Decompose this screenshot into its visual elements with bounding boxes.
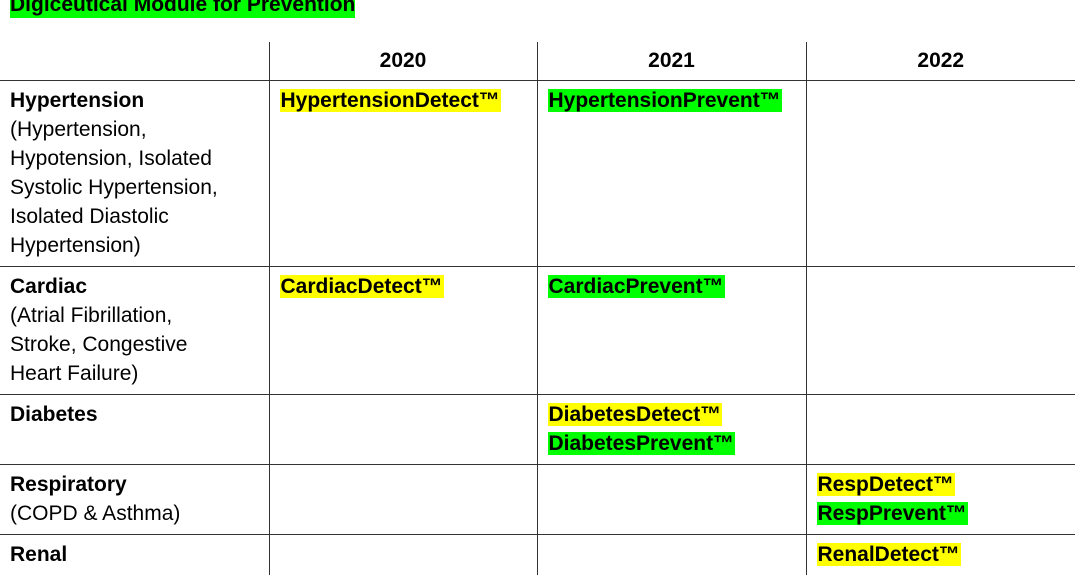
category-cell: Respiratory(COPD & Asthma) [0, 465, 269, 535]
category-cell: Hypertension(Hypertension,Hypotension, I… [0, 81, 269, 267]
year-cell-2022 [806, 395, 1075, 465]
module-item: RespPrevent™ [817, 499, 1075, 528]
year-header-2022: 2022 [806, 42, 1075, 81]
module-item: CardiacPrevent™ [548, 272, 806, 301]
category-header-cell [0, 42, 269, 81]
year-cell-2022: RespDetect™ RespPrevent™ [806, 465, 1075, 535]
category-name: Renal [10, 540, 269, 569]
module-item: HypertensionPrevent™ [548, 86, 806, 115]
category-detail-line: Hypertension) [10, 231, 269, 260]
prevent-module-label: DiabetesPrevent™ [548, 432, 736, 455]
year-cell-2021: CardiacPrevent™ [537, 267, 806, 395]
prevent-module-label: RespPrevent™ [817, 502, 968, 525]
category-detail-line: Stroke, Congestive [10, 330, 269, 359]
year-cell-2021: HypertensionPrevent™ [537, 81, 806, 267]
module-item: CardiacDetect™ [280, 272, 537, 301]
category-name: Diabetes [10, 400, 269, 429]
category-name: Hypertension [10, 86, 269, 115]
year-cell-2022 [806, 267, 1075, 395]
category-detail-line: Systolic Hypertension, [10, 173, 269, 202]
year-cell-2021 [537, 535, 806, 575]
module-item: DiabetesPrevent™ [548, 429, 806, 458]
category-detail-line: (Hypertension, [10, 115, 269, 144]
year-cell-2021 [537, 465, 806, 535]
detect-module-label: RenalDetect™ [817, 543, 961, 566]
year-cell-2022: RenalDetect™ [806, 535, 1075, 575]
detect-module-label: HypertensionDetect™ [280, 89, 501, 112]
year-cell-2020: CardiacDetect™ [269, 267, 537, 395]
module-item: RespDetect™ [817, 470, 1075, 499]
year-cell-2020 [269, 465, 537, 535]
year-cell-2020 [269, 535, 537, 575]
detect-module-label: DiabetesDetect™ [548, 403, 723, 426]
category-detail-line: Hypotension, Isolated [10, 144, 269, 173]
category-cell: Renal [0, 535, 269, 575]
category-cell: Cardiac(Atrial Fibrillation,Stroke, Cong… [0, 267, 269, 395]
module-item: RenalDetect™ [817, 540, 1075, 569]
category-detail-line: Isolated Diastolic [10, 202, 269, 231]
table-row: Renal RenalDetect™ [0, 535, 1075, 575]
digiceutical-roadmap-table: 2020 2021 2022 Hypertension(Hypertension… [0, 42, 1075, 575]
year-cell-2020: HypertensionDetect™ [269, 81, 537, 267]
category-detail-line: (COPD & Asthma) [10, 499, 269, 528]
category-cell: Diabetes [0, 395, 269, 465]
year-header-2020: 2020 [269, 42, 537, 81]
detect-module-label: CardiacDetect™ [280, 275, 444, 298]
roadmap-body: Hypertension(Hypertension,Hypotension, I… [0, 81, 1075, 575]
year-cell-2022 [806, 81, 1075, 267]
category-detail-line: Heart Failure) [10, 359, 269, 388]
module-item: DiabetesDetect™ [548, 400, 806, 429]
year-cell-2020 [269, 395, 537, 465]
prevent-module-label: HypertensionPrevent™ [548, 89, 782, 112]
category-name: Cardiac [10, 272, 269, 301]
category-detail-line: (Atrial Fibrillation, [10, 301, 269, 330]
module-item: HypertensionDetect™ [280, 86, 537, 115]
category-name: Respiratory [10, 470, 269, 499]
table-row: Diabetes DiabetesDetect™ DiabetesPrevent™ [0, 395, 1075, 465]
detect-module-label: RespDetect™ [817, 473, 956, 496]
table-row: Hypertension(Hypertension,Hypotension, I… [0, 81, 1075, 267]
year-cell-2021: DiabetesDetect™ DiabetesPrevent™ [537, 395, 806, 465]
prevent-module-label: CardiacPrevent™ [548, 275, 725, 298]
prevention-module-legend: Digiceutical Module for Prevention [10, 0, 355, 18]
table-row: Cardiac(Atrial Fibrillation,Stroke, Cong… [0, 267, 1075, 395]
year-header-row: 2020 2021 2022 [0, 42, 1075, 81]
year-header-2021: 2021 [537, 42, 806, 81]
